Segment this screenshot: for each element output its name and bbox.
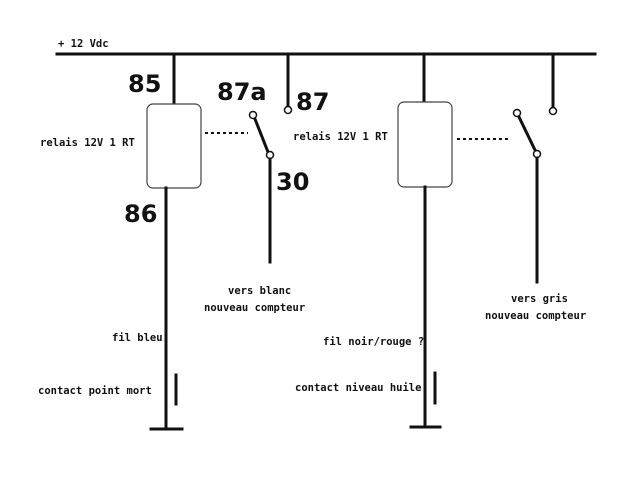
relay-1-output-line-2: nouveau compteur	[204, 302, 305, 314]
relay-1: relais 12V 1 RT 85 86 87a 87 30 vers bla…	[38, 52, 329, 431]
relay-1-coil-box	[146, 103, 202, 189]
relay-1-pin-87: 87	[296, 88, 329, 116]
relay-2-30-terminal	[532, 149, 542, 159]
relay-2-wire-label: fil noir/rouge ?	[323, 336, 424, 348]
relay-2-label: relais 12V 1 RT	[293, 131, 388, 143]
relay-1-30-terminal	[265, 150, 275, 160]
relay-2: relais 12V 1 RT vers gris nouveau compte…	[293, 52, 586, 429]
relay-1-label: relais 12V 1 RT	[40, 137, 135, 149]
relay-1-pin-87a: 87a	[217, 78, 267, 106]
relay-1-pin-85: 85	[128, 70, 161, 98]
relay-2-switch-blade	[516, 114, 538, 153]
relay-1-87a-terminal	[248, 110, 258, 120]
relay-2-switch-label: contact niveau huile	[295, 382, 421, 394]
relay-2-output-line-2: nouveau compteur	[485, 310, 586, 322]
relay-1-pin-86: 86	[124, 200, 157, 228]
relay-1-switch-label: contact point mort	[38, 385, 152, 397]
relay-2-coil-box	[397, 101, 453, 188]
relay-1-output-line-1: vers blanc	[228, 285, 291, 297]
relay-2-87-terminal	[548, 106, 558, 116]
relay-2-output-line-1: vers gris	[511, 293, 568, 305]
relay-1-wire-label: fil bleu	[112, 332, 163, 344]
relay-1-pin-30: 30	[276, 168, 309, 196]
relay-1-switch-blade	[253, 117, 270, 154]
relay-2-87a-terminal	[512, 108, 522, 118]
supply-label: + 12 Vdc	[58, 38, 109, 50]
relay-1-87-terminal	[283, 105, 293, 115]
